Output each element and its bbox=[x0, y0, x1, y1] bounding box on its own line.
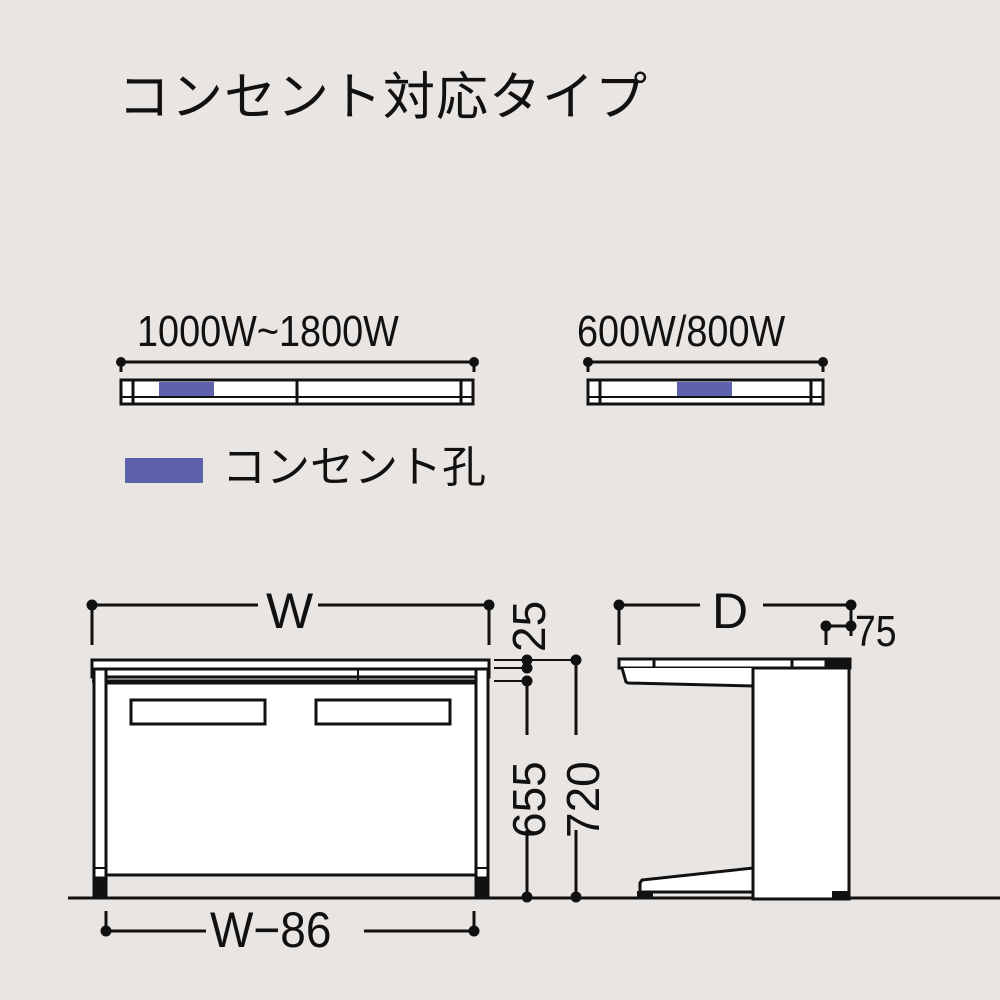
top-view-large bbox=[116, 357, 479, 406]
front-view bbox=[68, 599, 1000, 937]
offset-dimension-label: 75 bbox=[855, 607, 897, 656]
width-dimension-label: W bbox=[266, 583, 314, 639]
side-view bbox=[613, 599, 857, 901]
top-view-label-small: 600W/800W bbox=[577, 307, 786, 356]
depth-dimension-label: D bbox=[712, 583, 749, 639]
outlet-hole-large bbox=[159, 382, 214, 396]
outlet-hole-small bbox=[677, 382, 732, 396]
top-view-label-large: 1000W~1800W bbox=[137, 307, 399, 356]
top-view-small bbox=[583, 357, 828, 406]
inner-width-dimension-label: W−86 bbox=[210, 902, 332, 958]
outlet-legend-label: コンセント孔 bbox=[222, 442, 486, 493]
page-title: コンセント対応タイプ bbox=[118, 68, 649, 128]
outlet-legend-swatch bbox=[125, 458, 203, 483]
